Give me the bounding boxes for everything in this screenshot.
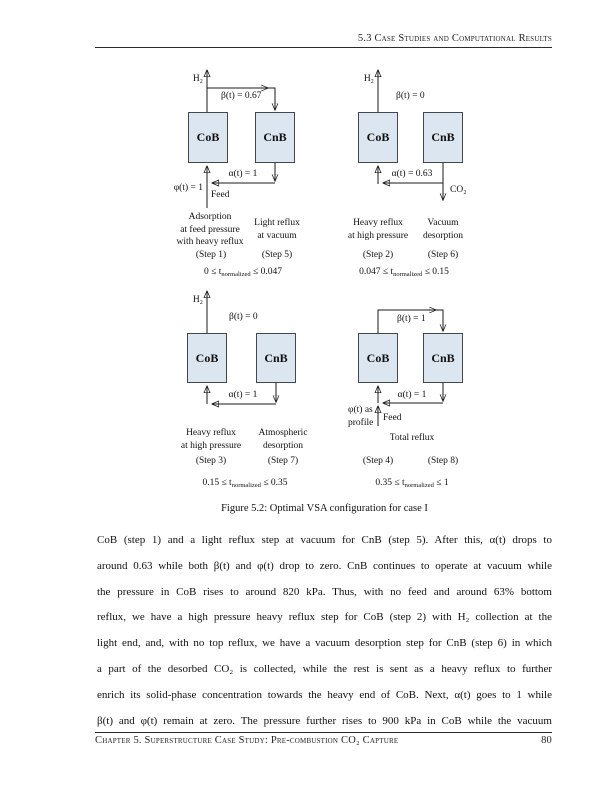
- panel2-time-subscript: normalized: [393, 271, 423, 278]
- panel1-cnb-vessel: CnB: [255, 112, 295, 163]
- panel2-beta-label: β(t) = 0: [396, 91, 425, 101]
- panel1-feed-label: Feed: [211, 190, 230, 200]
- panel4-time-range: 0.35 ≤ tnormalized ≤ 1: [375, 478, 449, 489]
- panel2-step6-number: (Step 6): [427, 250, 459, 260]
- page-number: 80: [541, 735, 552, 746]
- panel3-step7-number: (Step 7): [267, 456, 299, 466]
- panel1-step5-name: Light reflux at vacuum: [254, 218, 300, 241]
- panel3-time-range: 0.15 ≤ tnormalized ≤ 0.35: [202, 478, 288, 489]
- panel4-step8-number: (Step 8): [427, 456, 459, 466]
- body-line: β(t) and φ(t) remain at zero. The pressu…: [97, 714, 552, 727]
- panel2-alpha-label: α(t) = 0.63: [391, 169, 433, 179]
- page-footer: Chapter 5. Superstructure Case Study: Pr…: [95, 735, 552, 746]
- panel2-time-range: 0.047 ≤ tnormalized ≤ 0.15: [359, 267, 449, 278]
- panel4-alpha-label: α(t) = 1: [397, 390, 427, 400]
- panel1-cob-vessel: CoB: [188, 112, 228, 163]
- panel3-cnb-vessel: CnB: [256, 333, 296, 383]
- panel2-step6-name: Vacuum desorption: [422, 218, 464, 241]
- panel4-beta-label: β(t) = 1: [397, 314, 426, 324]
- panel4-cnb-vessel: CnB: [423, 333, 463, 383]
- panel2-step2-number: (Step 2): [362, 250, 394, 260]
- panel2-step2-name: Heavy reflux at high pressure: [347, 218, 409, 241]
- panel1-step1-name: Adsorption at feed pressure with heavy r…: [176, 212, 244, 247]
- panel3-beta-label: β(t) = 0: [229, 312, 258, 322]
- body-line: enrich its solid-phase concentration tow…: [97, 688, 552, 701]
- body-paragraph: CoB (step 1) and a light reflux step at …: [97, 528, 552, 734]
- panel4-step4-number: (Step 4): [362, 456, 394, 466]
- panel3-time-subscript: normalized: [231, 482, 261, 489]
- body-line: CoB (step 1) and a light reflux step at …: [97, 534, 552, 546]
- panel1-step5-number: (Step 5): [261, 250, 293, 260]
- panel2-cob-vessel: CoB: [358, 112, 398, 163]
- panel1-alpha-label: α(t) = 1: [228, 169, 258, 179]
- panel2-co2-label: CO₂: [450, 185, 467, 195]
- body-line: light end, and, with no top reflux, we h…: [97, 637, 552, 650]
- panel3-alpha-label: α(t) = 1: [228, 390, 258, 400]
- footer-rule: [95, 732, 552, 733]
- panel3-step3-number: (Step 3): [195, 456, 227, 466]
- header-rule: [95, 47, 552, 48]
- body-line: around 0.63 while both β(t) and φ(t) dro…: [97, 559, 552, 572]
- panel2-cnb-vessel: CnB: [423, 112, 463, 163]
- panel2-h2-label: H₂: [363, 74, 374, 84]
- body-line: reflux, we have a high pressure heavy re…: [97, 611, 552, 624]
- panel4-phi-label: φ(t) as profile: [348, 405, 374, 428]
- panel1-beta-label: β(t) = 0.67: [221, 91, 262, 101]
- panel4-cob-vessel: CoB: [358, 333, 398, 383]
- panel4-total-reflux-name: Total reflux: [389, 433, 435, 443]
- running-header: 5.3 Case Studies and Computational Resul…: [357, 33, 552, 44]
- panel1-phi-label: φ(t) = 1: [173, 183, 203, 193]
- panel4-time-subscript: normalized: [404, 482, 434, 489]
- panel4-feed-label: Feed: [383, 413, 402, 423]
- panel1-step1-number: (Step 1): [195, 250, 227, 260]
- panel3-step7-name: Atmospheric desorption: [258, 428, 308, 451]
- panel3-h2-label: H₂: [192, 295, 203, 305]
- panel1-h2-label: H₂: [192, 74, 203, 84]
- body-line: the pressure in CoB rises to around 820 …: [97, 585, 552, 598]
- panel1-time-subscript: normalized: [221, 271, 251, 278]
- footer-chapter-title: Chapter 5. Superstructure Case Study: Pr…: [95, 735, 399, 746]
- body-line: a part of the desorbed CO₂ is collected,…: [97, 662, 552, 675]
- panel3-step3-name: Heavy reflux at high pressure: [180, 428, 242, 451]
- panel1-time-range: 0 ≤ tnormalized ≤ 0.047: [204, 267, 282, 278]
- panel3-cob-vessel: CoB: [187, 333, 227, 383]
- figure-caption: Figure 5.2: Optimal VSA configuration fo…: [221, 503, 428, 514]
